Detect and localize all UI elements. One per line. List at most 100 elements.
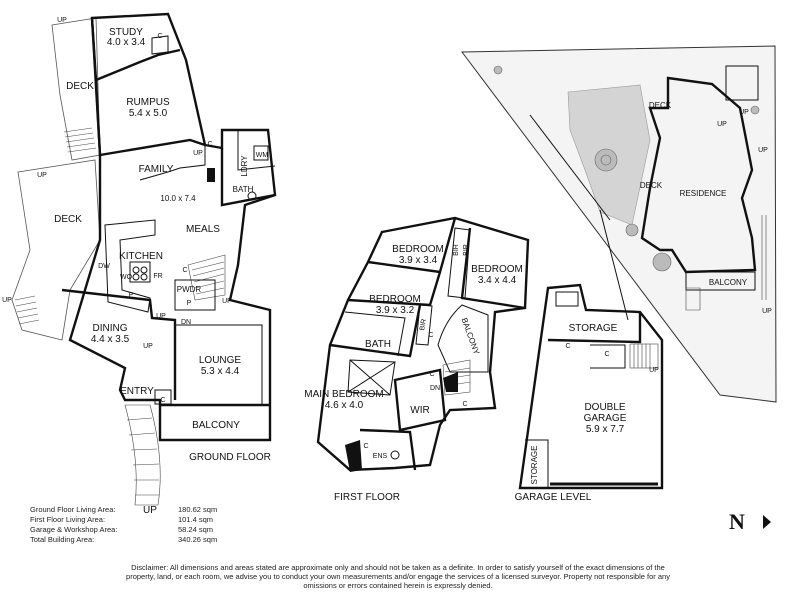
bir-label: BIR [419,318,428,331]
site-deck-top-label: DECK [649,101,672,110]
laundry-bath-wall [220,148,276,207]
dw-label: DW [98,263,110,270]
first-balcony [437,304,489,373]
up-label: UP [222,298,232,305]
balcony-first-label: BALCONY [460,317,482,357]
site-garage [725,65,759,101]
kitchen-bench [104,219,156,313]
bath-inner [344,311,406,357]
dn-label: DN [181,319,191,326]
up-label: UP [37,172,47,179]
bedroom2-dims: 3.4 x 4.4 [478,275,517,286]
garage-label-line2: GARAGE [584,413,627,424]
deck-lower-label: DECK [54,214,82,225]
area-value: 340.26 sqm [178,535,218,544]
up-label: UP [739,109,749,116]
up-label: UP [156,313,166,320]
bir-2 [415,304,433,346]
study-wall [90,17,181,82]
ground-stairs [187,254,226,301]
ground-floor-plan [11,12,277,506]
c-label: C [428,332,433,339]
ground-floor-title: GROUND FLOOR [189,452,271,463]
garage-outer-wall [518,283,664,490]
tree-icon [625,223,639,237]
site-balcony-box [685,271,756,291]
lounge-dims: 5.3 x 4.4 [201,366,240,377]
dining-wall [61,288,177,400]
north-label: N [729,509,745,534]
ens-label: ENS [373,453,388,460]
pwdr-label: PWDR [177,285,202,294]
bath-first-label: BATH [365,339,391,350]
residence-outline [640,76,757,274]
family-dims: 10.0 x 7.4 [160,194,196,203]
site-balcony-label: BALCONY [709,278,748,287]
up-label: UP [57,17,67,24]
fireplace [207,168,215,182]
garage-stairs [629,343,659,369]
c-label: C [429,371,434,378]
bedroom3-label: BEDROOM [369,294,421,305]
residence-label: RESIDENCE [680,189,727,198]
entry-label: ENTRY [120,386,154,397]
entry-stairs [124,404,161,506]
lower-deck [11,159,101,341]
garage-level-plan [518,283,664,490]
storage-top-label: STORAGE [569,323,618,334]
bedroom3-dims: 3.9 x 3.2 [376,305,415,316]
garage-level-title: GARAGE LEVEL [515,492,592,503]
c-label: C [160,397,165,404]
area-row: Garage & Workshop Area: 58.24 sqm [30,525,250,535]
storage-wall [547,312,642,344]
wir-label: WIR [410,405,429,416]
bedroom1-dims: 3.9 x 3.4 [399,255,438,266]
up-label: UP [143,343,153,350]
north-arrow-icon [763,515,771,529]
c-label: C [363,443,368,450]
wo-label: WO [120,274,133,281]
up-label: UP [649,367,659,374]
stove [129,261,151,283]
family-label: FAMILY [139,164,174,175]
c-label: C [157,33,162,40]
site-garden-fence [761,215,767,300]
up-label: UP [2,297,12,304]
c-label: C [182,267,187,274]
stair-void [443,372,458,392]
up-label: UP [717,121,727,128]
side-storage [525,439,549,488]
disclaimer-text: Disclaimer: All dimensions and areas sta… [126,563,670,590]
bath-toilet [247,191,257,201]
area-row: Total Building Area: 340.26 sqm [30,535,250,545]
bath-wall [329,304,422,358]
c-label: C [565,343,570,350]
site-deck-mid-label: DECK [640,181,663,190]
bath-ground-label: BATH [233,185,254,194]
area-label: Total Building Area: [30,535,95,544]
dn-label: DN [430,385,440,392]
garage-cupboard [590,344,626,369]
first-outer-wall [316,216,530,472]
ens-wall [359,428,417,471]
family-divider [139,145,206,181]
study-closet [151,35,169,55]
upper-deck-stairs [63,127,97,153]
rumpus-dims: 5.4 x 5.0 [129,108,168,119]
tree-icon [652,252,672,272]
up-label: UP [143,505,157,516]
main-bedroom-label: MAIN BEDROOM [304,389,383,400]
ground-outer-wall [68,12,277,442]
p-kitchen-label: P [129,292,134,299]
upper-deck [51,17,101,161]
garage-label-line1: DOUBLE [584,402,625,413]
bir-label: BIR [453,244,460,256]
up-label: UP [193,150,203,157]
area-summary: Ground Floor Living Area: 180.62 sqm Fir… [30,505,250,545]
first-floor-title: FIRST FLOOR [334,492,400,503]
lower-deck-stairs [14,295,40,325]
storage-side-label: STORAGE [530,446,539,485]
c-label: C [207,141,212,148]
area-row: First Floor Living Area: 101.4 sqm [30,515,250,525]
